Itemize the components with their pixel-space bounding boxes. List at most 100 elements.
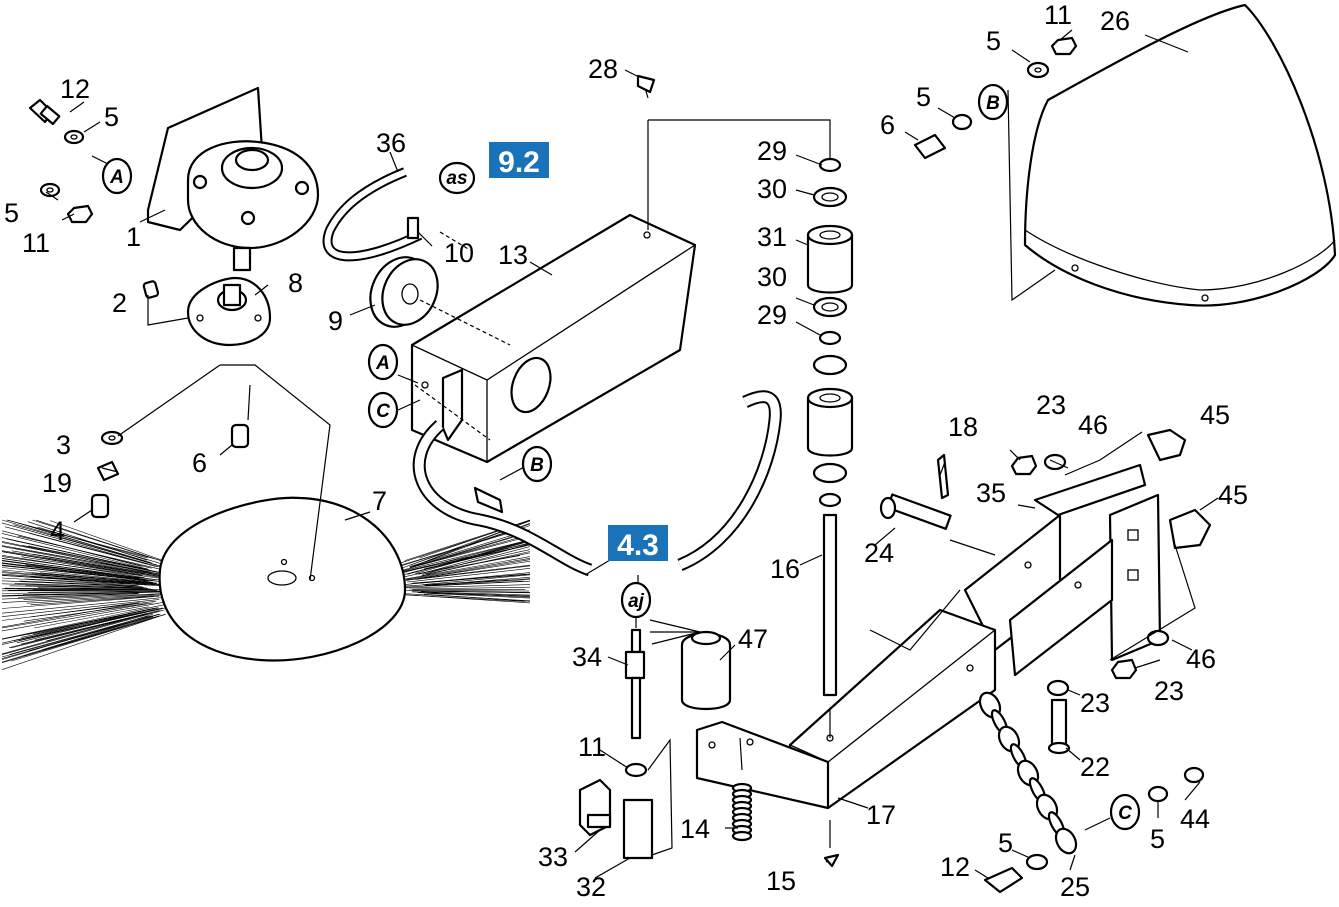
callout-12: 12 [940, 852, 970, 882]
bristle-strand [1, 603, 139, 628]
bristle-strand [7, 519, 148, 559]
bristle-strand [421, 551, 531, 577]
marker-C-1-text: C [376, 401, 390, 422]
bristle-strand [1, 577, 138, 586]
leader-lines [45, 29, 1219, 879]
bristle-strand [425, 579, 531, 586]
bristle-strand [1, 583, 147, 589]
hardware-left [28, 98, 250, 519]
bristle-strand [1, 610, 163, 655]
section-ref-9-2-text: 9.2 [498, 146, 540, 179]
callout-5: 5 [1150, 824, 1165, 854]
marker-A-2: A [367, 343, 399, 381]
marker-as: as [438, 161, 476, 195]
spring-14 [731, 782, 753, 842]
callout-30: 30 [757, 174, 787, 204]
bristle-strand [1, 618, 143, 663]
hardware-top-right [913, 36, 1078, 160]
bristle-strand [1, 533, 148, 570]
bristle-strand [4, 587, 153, 590]
bristle-strand [409, 586, 531, 590]
hose-36 [322, 167, 423, 262]
bristle-strand [407, 568, 531, 583]
bristle-strand [1, 602, 154, 629]
chain-25 [978, 691, 1078, 855]
callout-19: 19 [42, 468, 72, 498]
bristle-strand [1, 542, 151, 573]
bristle-strand [417, 536, 522, 566]
bristle-strand [1, 545, 162, 575]
bristle-strand [1, 550, 168, 579]
callout-31: 31 [757, 222, 787, 252]
clip-15 [823, 853, 840, 868]
bristle-strand [406, 558, 531, 580]
bristle-strand [402, 578, 531, 587]
bristle-strand [10, 613, 147, 649]
bristle-strand [412, 591, 531, 597]
chain-link [1054, 827, 1078, 855]
bristle-strand [1, 546, 160, 576]
pin-24 [879, 493, 952, 530]
bristle-strand [1, 613, 147, 655]
bristle-strand [1, 596, 167, 614]
bristle-strand [1, 588, 165, 590]
key-part-2 [142, 280, 160, 299]
brush-hub [186, 276, 272, 347]
bristle-strand [404, 572, 531, 585]
callout-labels: 12 5 5 11 1 36 10 2 8 9 13 28 29 30 31 3… [4, 0, 1248, 902]
bristle-strand [1, 590, 162, 594]
callout-29: 29 [757, 136, 787, 166]
callout-9: 9 [328, 306, 343, 336]
callout-4: 4 [50, 516, 65, 546]
spray-can-47 [649, 619, 732, 710]
bracket-35 [963, 463, 1162, 677]
brush-plate [158, 496, 407, 662]
bristle-strand [44, 541, 152, 569]
bristle-strand [18, 593, 138, 598]
callout-11: 11 [578, 732, 606, 762]
bristle-strand [397, 531, 531, 572]
bristle-strand [420, 591, 531, 596]
bristle-strand [1, 556, 158, 579]
bristle-strand [50, 520, 165, 562]
callout-10: 10 [444, 238, 474, 268]
callout-5: 5 [4, 198, 19, 228]
bristle-strand [22, 545, 158, 573]
bristle-strand [399, 580, 531, 588]
callout-15: 15 [766, 866, 796, 896]
bristle-strand [27, 590, 160, 593]
marker-A-2-text: A [375, 353, 390, 374]
callout-12: 12 [60, 74, 90, 104]
bristle-strand [409, 535, 531, 569]
callout-3: 3 [56, 430, 71, 460]
marker-C-2: C [1109, 793, 1141, 831]
bristle-strand [1, 603, 168, 640]
bristle-strand [28, 532, 158, 568]
bristle-strand [415, 539, 531, 573]
callout-5: 5 [986, 26, 1001, 56]
callout-23: 23 [1154, 676, 1184, 706]
marker-aj-text: aj [628, 591, 645, 612]
arm-housing-13 [410, 213, 697, 464]
bristle-strand [1, 575, 152, 586]
marker-as-text: as [446, 168, 467, 189]
gear-motor [146, 86, 320, 272]
marker-C-1: C [367, 391, 399, 429]
callout-47: 47 [738, 624, 768, 654]
callout-46: 46 [1078, 410, 1108, 440]
bristle-strand [25, 585, 144, 589]
section-ref-4-3[interactable]: 4.3 [608, 525, 668, 562]
shaft-stack [806, 157, 854, 697]
bristle-strand [33, 553, 164, 577]
bristle-strand [413, 590, 531, 593]
bristle-strand [18, 611, 145, 641]
bristle-strand [1, 537, 164, 574]
bristle-strand [421, 560, 531, 579]
bristle-strand [42, 616, 154, 651]
section-ref-9-2[interactable]: 9.2 [489, 142, 549, 179]
hardware-bottom-right [983, 453, 1205, 894]
bristle-strand [405, 590, 530, 592]
callout-28: 28 [588, 54, 618, 84]
